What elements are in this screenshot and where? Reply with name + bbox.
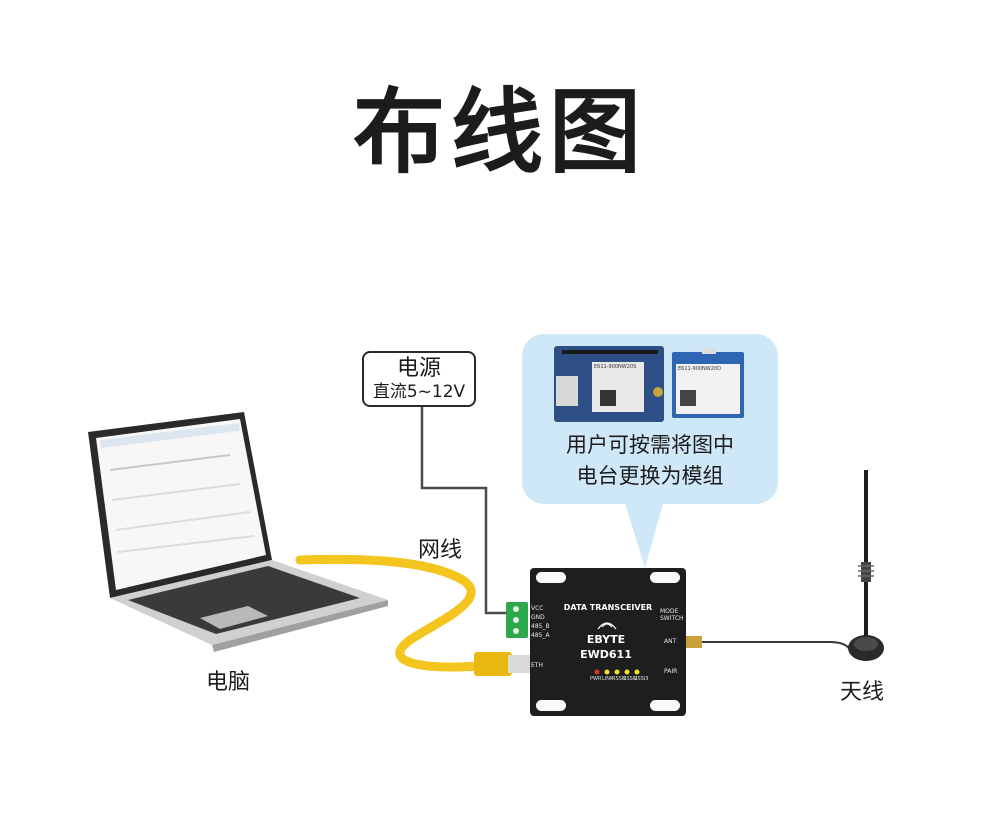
led-pwr-label: PWR bbox=[590, 676, 601, 682]
power-label-box: 电源 直流5~12V bbox=[362, 351, 476, 407]
ant-label: ANT bbox=[664, 638, 676, 645]
device-brand: EBYTE bbox=[574, 633, 638, 646]
power-title: 电源 bbox=[364, 356, 474, 381]
bubble-line-1: 用户可按需将图中 bbox=[525, 430, 775, 461]
module-right-label: E611-900NW20D bbox=[678, 366, 721, 372]
terminal-gnd: GND bbox=[531, 614, 545, 621]
pair-label: PAIR bbox=[664, 668, 677, 675]
terminal-485a: 485_A bbox=[531, 632, 550, 639]
mode-switch-label: MODE SWITCH bbox=[660, 608, 684, 622]
rj45-plug bbox=[474, 652, 530, 676]
module-board-left bbox=[554, 346, 664, 422]
device-model: EWD611 bbox=[570, 648, 642, 661]
bubble-text: 用户可按需将图中 电台更换为模组 bbox=[525, 430, 775, 492]
network-cable-label: 网线 bbox=[418, 532, 462, 564]
terminal-485b: 485_B bbox=[531, 623, 550, 630]
computer-label: 电脑 bbox=[206, 664, 250, 696]
terminal-vcc: VCC bbox=[531, 605, 543, 612]
module-board-right bbox=[672, 348, 744, 418]
device-header: DATA TRANSCEIVER bbox=[556, 603, 660, 612]
led-rssi3-label: RSSI3 bbox=[634, 676, 648, 682]
laptop bbox=[88, 412, 388, 652]
power-spec: 直流5~12V bbox=[364, 381, 474, 403]
eth-port-label: ETH bbox=[531, 662, 543, 669]
bubble-line-2: 电台更换为模组 bbox=[525, 461, 775, 492]
antenna-label: 天线 bbox=[840, 674, 884, 706]
module-left-label: E611-900NW20S bbox=[594, 364, 636, 370]
